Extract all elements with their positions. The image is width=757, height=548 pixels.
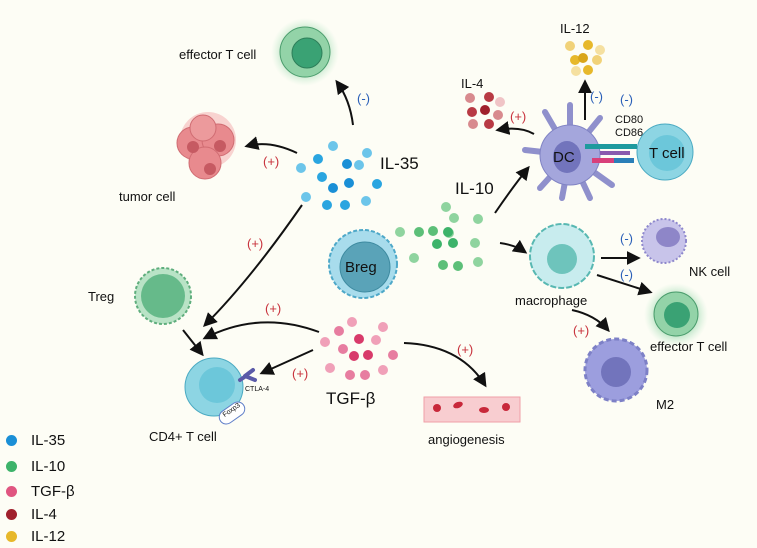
effect-il35-effector-t: (-) — [357, 91, 370, 106]
label-cd80: CD80 — [615, 114, 644, 126]
nk-cell-icon — [641, 218, 687, 264]
legend-item: IL-4 — [6, 506, 57, 523]
label-macrophage: macrophage — [515, 293, 588, 308]
effect-macrophage-m2: (+) — [573, 323, 590, 338]
effect-dc-il12: (-) — [590, 89, 603, 104]
label-treg: Treg — [88, 289, 115, 304]
label-tumor-cell: tumor cell — [119, 189, 176, 204]
label-cd4-t-cell: CD4+ T cell — [149, 429, 217, 444]
legend-label: IL-4 — [31, 506, 57, 523]
label-breg: Breg — [345, 259, 377, 276]
label-m2: M2 — [656, 397, 675, 412]
arrow-il35-to-tumor — [244, 136, 298, 154]
treg-cell-icon — [134, 267, 192, 325]
label-effector-t-cell-right: effector T cell — [650, 339, 728, 354]
label-il4: IL-4 — [461, 76, 484, 91]
label-ctla4: CTLA-4 — [245, 386, 270, 393]
label-il35: IL-35 — [380, 154, 419, 173]
legend-item: IL-35 — [6, 432, 65, 449]
dendritic-cell-icon — [522, 102, 615, 201]
label-cd86: CD86 — [615, 127, 644, 139]
arrow-il10-to-dc — [494, 165, 530, 214]
il12-particles — [565, 40, 605, 76]
arrow-il35-to-cd4 — [203, 204, 303, 327]
ctla4-receptor-icon — [238, 368, 257, 382]
il10-legend-dot-icon — [6, 461, 17, 472]
il35-legend-dot-icon — [6, 435, 17, 446]
foxp3-badge-icon — [218, 401, 246, 425]
il4-legend-dot-icon — [6, 509, 17, 520]
effect-macrophage-effector-t: (-) — [620, 267, 633, 282]
effect-il35-cd4: (+) — [247, 236, 264, 251]
label-t-cell: T cell — [649, 145, 685, 162]
legend-item: IL-10 — [6, 458, 65, 475]
effect-macrophage-nk: (-) — [620, 231, 633, 246]
effector-t-cell-top-icon — [271, 18, 339, 86]
effect-tgfb-cd4: (+) — [265, 301, 282, 316]
label-dc: DC — [553, 149, 575, 166]
legend-label: IL-35 — [31, 432, 66, 449]
effect-tgfb-ctla4: (+) — [292, 366, 309, 381]
effect-dc-il4: (+) — [510, 109, 527, 124]
breg-cell-icon — [328, 229, 398, 299]
label-nk-cell: NK cell — [689, 264, 731, 279]
label-effector-t-cell-top: effector T cell — [179, 47, 257, 62]
effect-il35-tumor: (+) — [263, 154, 280, 169]
legend-item: TGF-β — [6, 483, 75, 500]
arrow-treg-to-cd4 — [182, 329, 204, 357]
effector-t-cell-right-icon — [644, 283, 708, 347]
effect-dc-tcell: (-) — [620, 92, 633, 107]
il35-particles — [296, 141, 382, 210]
arrow-il35-to-effector-t — [335, 79, 354, 126]
tgfb-particles — [320, 317, 398, 380]
arrow-tgfb-to-cd4 — [202, 321, 320, 340]
il4-particles — [465, 92, 505, 129]
arrow-macrophage-to-m2 — [571, 309, 610, 333]
il12-legend-dot-icon — [6, 531, 17, 542]
il10-particles — [395, 202, 483, 271]
arrow-il10-to-macrophage — [499, 239, 528, 254]
label-il12: IL-12 — [560, 21, 590, 36]
m2-macrophage-icon — [583, 337, 649, 403]
tgfb-legend-dot-icon — [6, 486, 17, 497]
arrow-dc-to-il4 — [495, 121, 535, 135]
t-cell-icon — [636, 123, 694, 181]
legend-label: TGF-β — [31, 483, 75, 500]
legend-item: IL-12 — [6, 528, 65, 545]
macrophage-icon — [529, 223, 595, 289]
arrow-macrophage-to-effector-t — [596, 274, 653, 296]
label-angiogenesis: angiogenesis — [428, 432, 505, 447]
label-tgfb: TGF-β — [326, 389, 376, 408]
label-il10: IL-10 — [455, 179, 494, 198]
legend-label: IL-12 — [31, 528, 66, 545]
cd80-cd86-receptor-icon — [585, 144, 637, 163]
tumor-cell-icon — [176, 112, 236, 180]
cd4-t-cell-icon — [184, 357, 244, 417]
arrow-tgfb-to-ctla4 — [259, 349, 314, 375]
arrows — [182, 79, 653, 388]
legend-label: IL-10 — [31, 458, 66, 475]
effect-tgfb-angiogenesis: (+) — [457, 342, 474, 357]
arrow-tgfb-to-angiogenesis — [403, 342, 487, 388]
blood-vessel-icon — [423, 396, 521, 423]
